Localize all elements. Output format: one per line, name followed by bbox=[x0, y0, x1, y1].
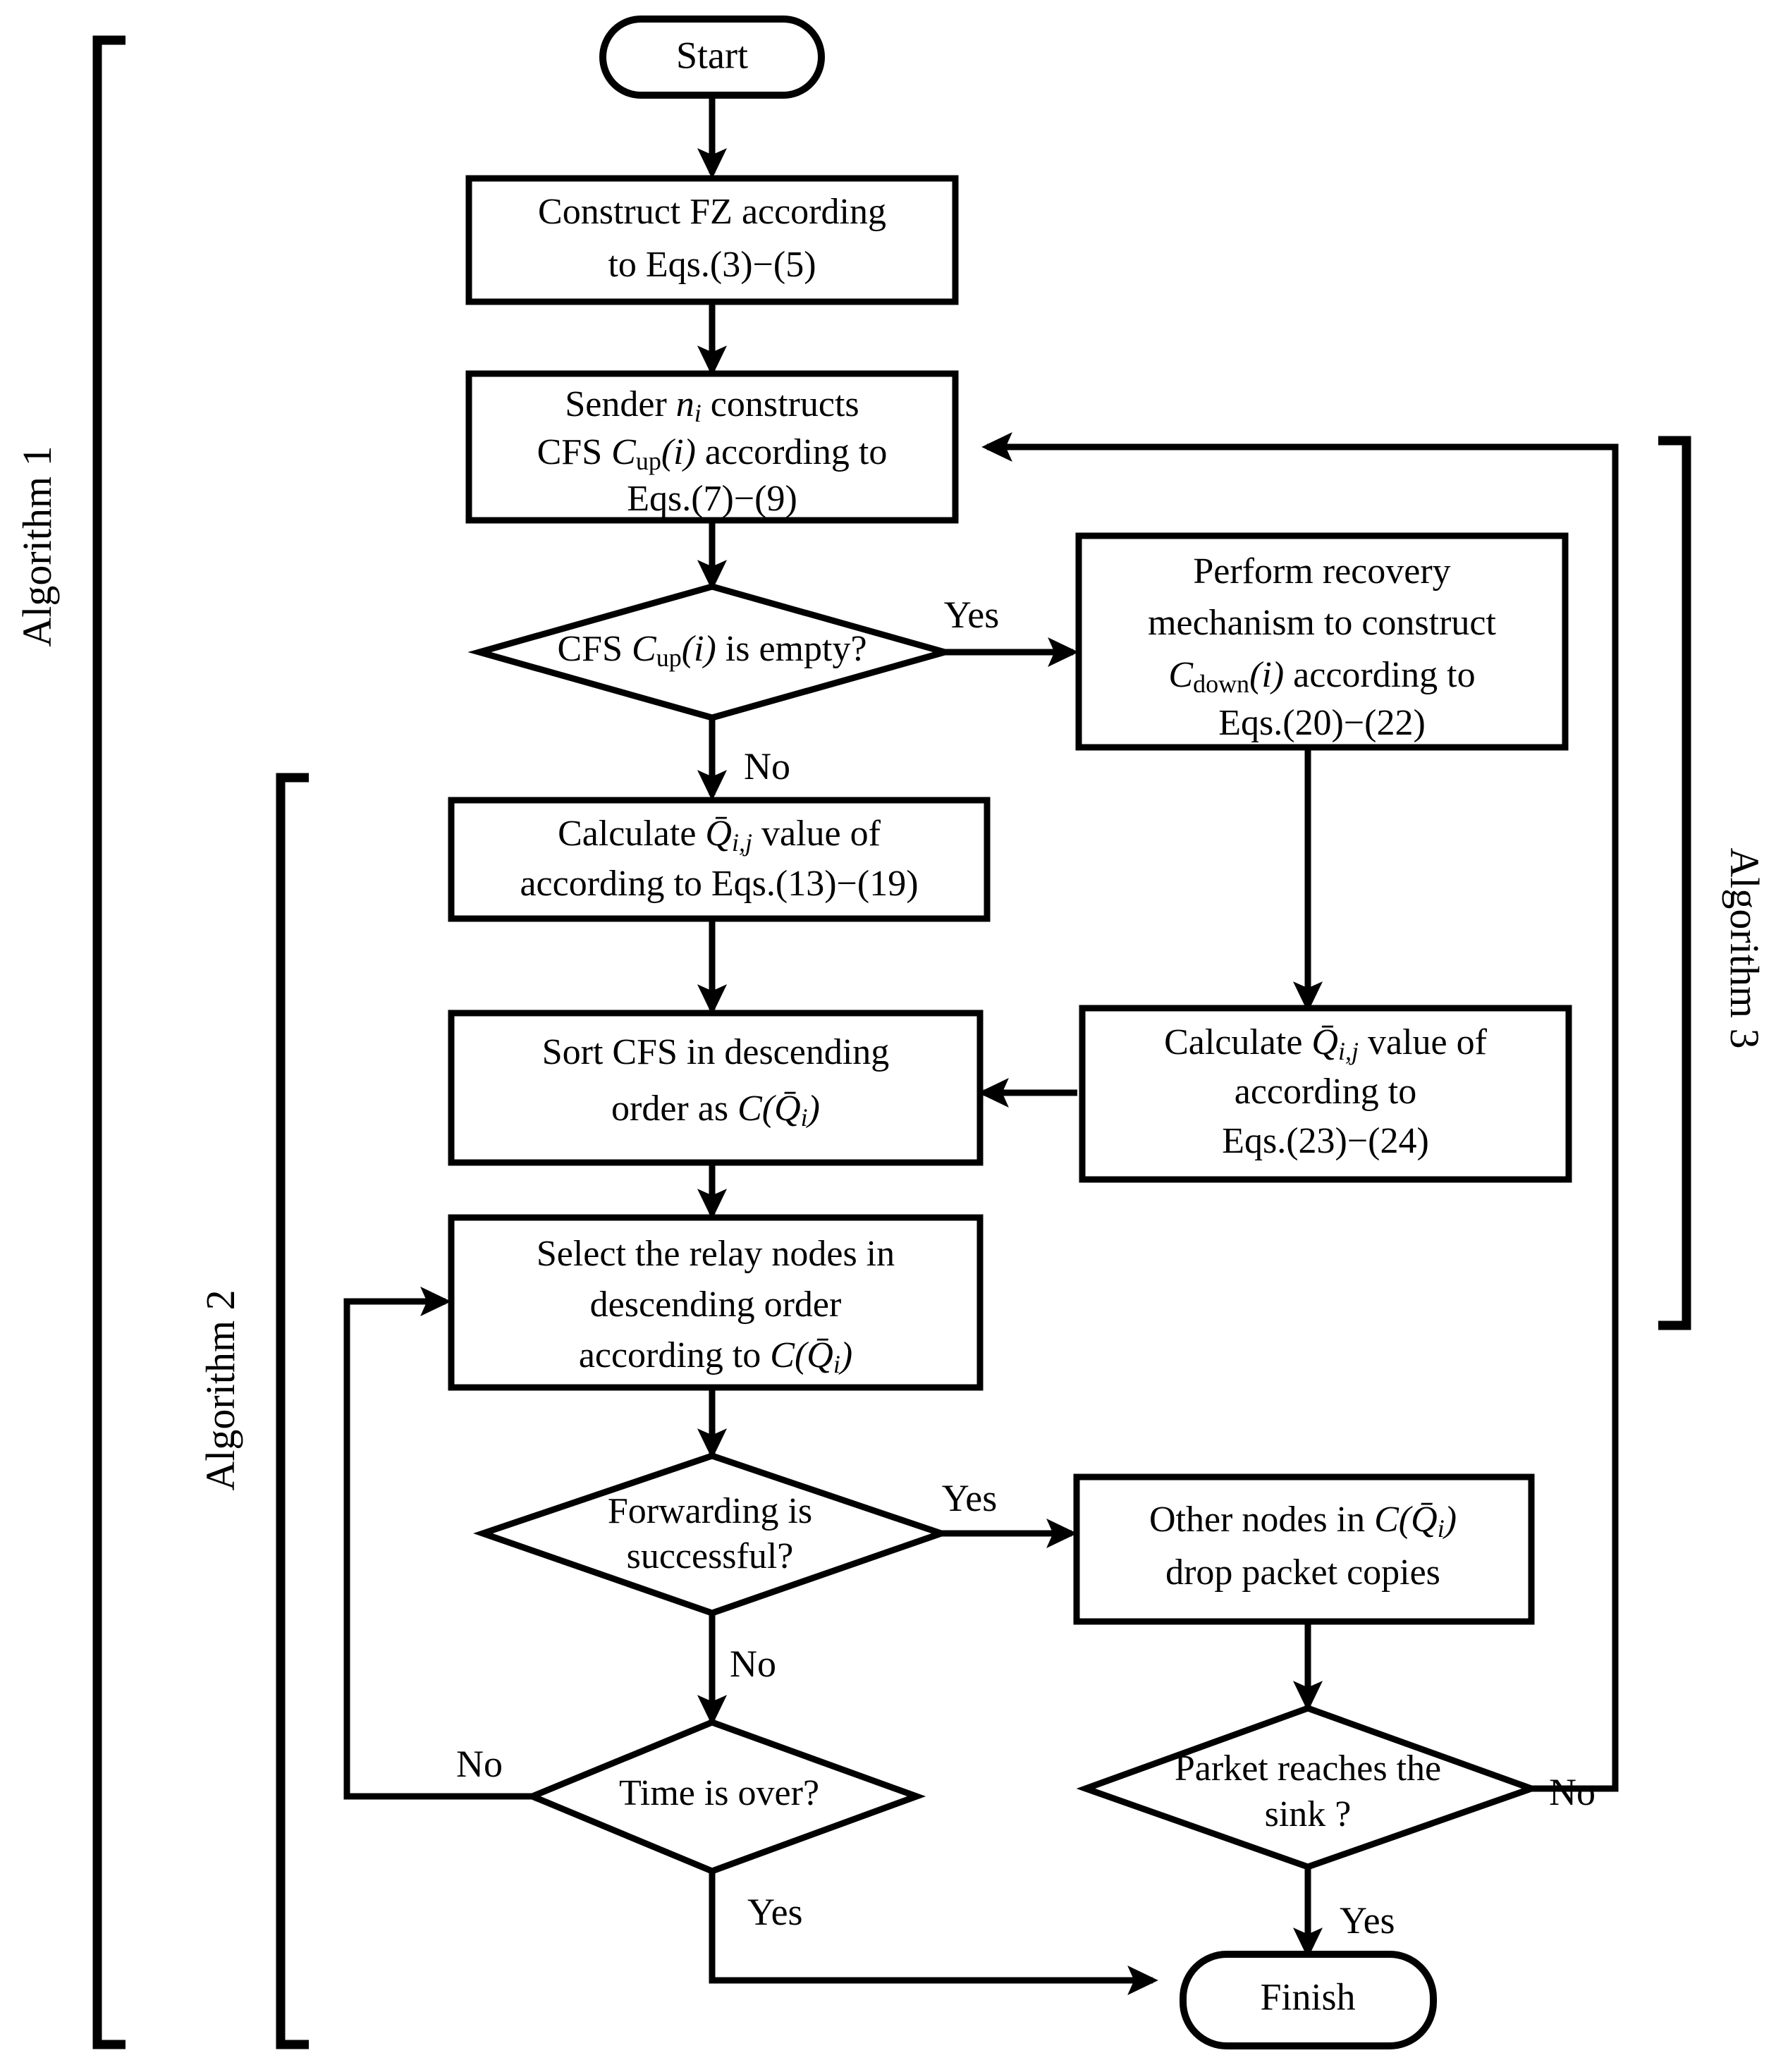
node-calc-q-right-line2: according to bbox=[1235, 1072, 1416, 1112]
node-recovery-line3: Cdown(i) according to bbox=[1168, 655, 1475, 698]
node-forwarding-decision[interactable]: Forwarding is successful? bbox=[473, 1452, 951, 1617]
node-construct-fz-line1: Construct FZ according bbox=[538, 192, 886, 232]
node-select-relay[interactable]: Select the relay nodes in descending ord… bbox=[448, 1214, 984, 1391]
edge-timeover-no-to-selectrelay bbox=[343, 1286, 532, 1800]
edge-label-time-over-yes: Yes bbox=[747, 1891, 803, 1933]
node-drop-copies-line1: Other nodes in C(Q̄i) bbox=[1149, 1500, 1457, 1543]
edge-timeover-yes-to-finish bbox=[709, 1872, 1158, 1996]
node-start[interactable]: Start bbox=[599, 16, 825, 99]
node-recovery-line1: Perform recovery bbox=[1193, 551, 1450, 591]
node-recovery-line4: Eqs.(20)−(22) bbox=[1218, 703, 1426, 743]
edge-label-cfs-empty-no: No bbox=[744, 745, 790, 787]
edge-label-forwarding-yes: Yes bbox=[942, 1477, 998, 1519]
bracket-algorithm-3: Algorithm 3 bbox=[1658, 436, 1768, 1330]
node-recovery[interactable]: Perform recovery mechanism to construct … bbox=[1075, 532, 1569, 751]
edge-label-packet-sink-yes: Yes bbox=[1340, 1899, 1395, 1942]
node-construct-fz-line2: to Eqs.(3)−(5) bbox=[608, 245, 816, 285]
node-sender-cfs-line3: Eqs.(7)−(9) bbox=[627, 479, 797, 519]
node-sender-cfs-line1: Sender ni constructs bbox=[565, 384, 859, 427]
node-drop-copies-line2: drop packet copies bbox=[1165, 1552, 1440, 1593]
node-packet-sink-line2: sink ? bbox=[1265, 1794, 1352, 1834]
bracket-algorithm-1: Algorithm 1 bbox=[14, 35, 125, 2049]
node-calc-q-right-line3: Eqs.(23)−(24) bbox=[1222, 1121, 1429, 1161]
node-start-label: Start bbox=[676, 34, 748, 76]
node-packet-sink-line1: Parket reaches the bbox=[1175, 1748, 1441, 1789]
node-sender-cfs[interactable]: Sender ni constructs CFS Cup(i) accordin… bbox=[465, 370, 959, 524]
node-calc-q-right[interactable]: Calculate Q̄i,j value of according to Eq… bbox=[1079, 1005, 1572, 1183]
bracket-algorithm-1-label: Algorithm 1 bbox=[14, 446, 60, 646]
node-calc-q-right-line1: Calculate Q̄i,j value of bbox=[1164, 1022, 1488, 1065]
node-sort-cfs[interactable]: Sort CFS in descending order as C(Q̄i) bbox=[448, 1010, 984, 1166]
node-forwarding-line1: Forwarding is bbox=[608, 1491, 812, 1531]
node-sort-cfs-line1: Sort CFS in descending bbox=[542, 1032, 890, 1072]
node-drop-copies[interactable]: Other nodes in C(Q̄i) drop packet copies bbox=[1073, 1473, 1535, 1625]
node-calc-q-left-line2: according to Eqs.(13)−(19) bbox=[520, 864, 918, 904]
bracket-algorithm-3-label: Algorithm 3 bbox=[1722, 847, 1768, 1048]
node-select-relay-line3: according to C(Q̄i) bbox=[579, 1335, 852, 1378]
node-packet-sink-decision[interactable]: Parket reaches the sink ? bbox=[1076, 1705, 1541, 1870]
edge-labels: Yes No Yes No No Yes No Yes bbox=[456, 594, 1596, 1942]
edge-packetsink-no-to-sender bbox=[981, 431, 1619, 1792]
node-construct-fz[interactable]: Construct FZ according to Eqs.(3)−(5) bbox=[465, 175, 959, 305]
node-select-relay-line2: descending order bbox=[590, 1285, 842, 1325]
node-finish[interactable]: Finish bbox=[1180, 1951, 1437, 2049]
node-finish-label: Finish bbox=[1260, 1975, 1355, 2018]
node-sender-cfs-line2: CFS Cup(i) according to bbox=[537, 432, 888, 475]
node-forwarding-line2: successful? bbox=[627, 1536, 794, 1576]
edge-label-time-over-no: No bbox=[456, 1743, 503, 1785]
bracket-algorithm-2-label: Algorithm 2 bbox=[197, 1289, 243, 1490]
bracket-algorithm-2: Algorithm 2 bbox=[197, 773, 309, 2049]
edges bbox=[343, 94, 1619, 1996]
node-cfs-empty-decision[interactable]: CFS Cup(i) is empty? bbox=[467, 583, 957, 721]
node-calc-q-left[interactable]: Calculate Q̄i,j value of according to Eq… bbox=[448, 797, 991, 922]
edge-label-cfs-empty-yes: Yes bbox=[944, 594, 1000, 636]
node-calc-q-left-line1: Calculate Q̄i,j value of bbox=[558, 814, 881, 857]
edge-label-packet-sink-no: No bbox=[1549, 1771, 1596, 1813]
node-select-relay-line1: Select the relay nodes in bbox=[537, 1234, 895, 1274]
node-time-over-label: Time is over? bbox=[619, 1773, 819, 1813]
node-time-over-decision[interactable]: Time is over? bbox=[524, 1719, 926, 1875]
edge-label-forwarding-no: No bbox=[730, 1643, 776, 1685]
node-cfs-empty-label: CFS Cup(i) is empty? bbox=[557, 629, 866, 672]
node-recovery-line2: mechanism to construct bbox=[1148, 603, 1496, 643]
node-sort-cfs-line2: order as C(Q̄i) bbox=[611, 1089, 820, 1132]
